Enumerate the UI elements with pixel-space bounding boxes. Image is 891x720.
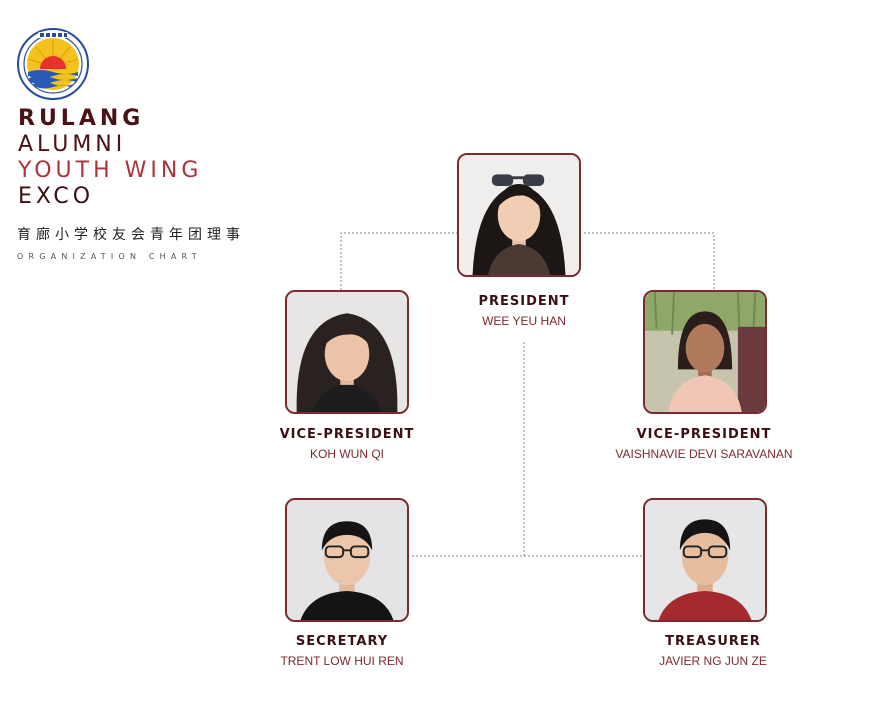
president-name: WEE YEU HAN [482,314,566,328]
connector-president-vp-right [584,232,715,290]
president-role: PRESIDENT [478,294,570,309]
secretary-role: SECRETARY [295,634,389,649]
organization-chart-subtitle: ORGANIZATION CHART [17,252,202,261]
treasurer-name: JAVIER NG JUN ZE [659,654,767,668]
vice-president-portrait [287,292,407,412]
secretary-name: TRENT LOW HUI REN [280,654,404,668]
treasurer-role: TREASURER [665,634,761,649]
treasurer-photo [643,498,767,622]
vice-president-right-role: VICE-PRESIDENT [636,427,772,442]
secretary-photo [285,498,409,622]
treasurer-portrait [645,500,765,620]
vice-president-left-photo [285,290,409,414]
vice-president-right-name: VAISHNAVIE DEVI SARAVANAN [615,447,793,461]
president-portrait [459,155,579,275]
vice-president-left-name: KOH WUN QI [310,447,384,461]
title-line-1: RULANG [18,106,145,131]
vice-president-left-role: VICE-PRESIDENT [279,427,415,442]
title-line-3: YOUTH WING [18,158,203,183]
vice-president-right-photo [643,290,767,414]
secretary-portrait [287,500,407,620]
title-line-2: ALUMNI [18,132,127,157]
chinese-title: 育廊小学校友会青年团理事 [17,227,245,243]
school-alumni-logo [16,27,90,101]
connector-president-vp-left [340,232,458,290]
vice-president-portrait [645,292,765,412]
title-line-4: EXCO [18,184,95,209]
president-photo [457,153,581,277]
